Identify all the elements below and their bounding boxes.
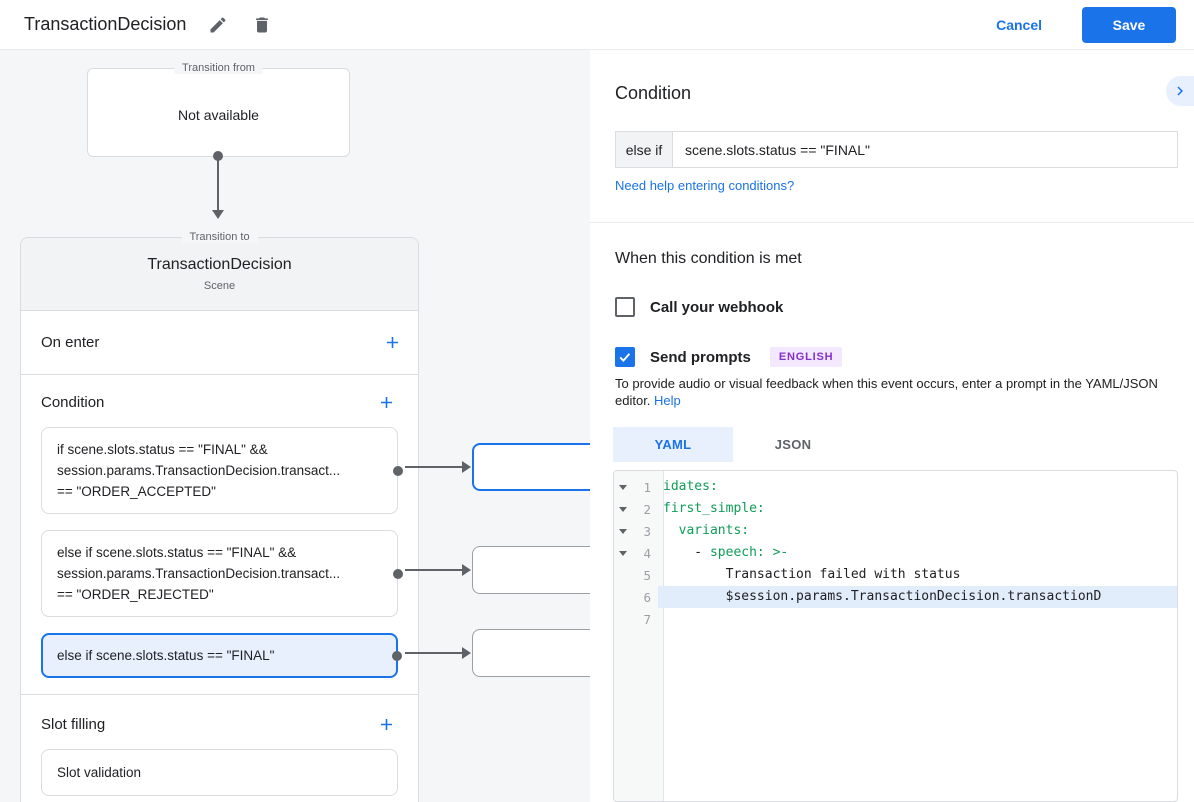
condition-section: Condition if scene.slots.status == "FINA…	[21, 375, 418, 695]
add-condition-button[interactable]	[374, 390, 398, 414]
when-condition-met-title: When this condition is met	[615, 250, 802, 267]
connector-line	[217, 157, 219, 210]
code-line[interactable]: 4 - speech: >-	[614, 542, 1177, 564]
fold-arrow-icon[interactable]	[614, 528, 631, 534]
condition-card-text: else if scene.slots.status == "FINAL"	[57, 648, 275, 663]
code-line[interactable]: 7	[614, 608, 1177, 630]
cancel-button[interactable]: Cancel	[996, 16, 1042, 33]
editor-gutter	[614, 471, 664, 801]
transition-target-box[interactable]	[472, 629, 590, 677]
flow-connector	[405, 647, 471, 659]
code-text	[658, 608, 1177, 630]
scene-type-label: Scene	[203, 280, 236, 292]
condition-card-list: if scene.slots.status == "FINAL" && sess…	[41, 427, 403, 678]
code-line[interactable]: 3 variants:	[614, 520, 1177, 542]
condition-card[interactable]: else if scene.slots.status == "FINAL" &&…	[41, 530, 403, 617]
slot-filling-label: Slot filling	[41, 715, 106, 733]
line-number: 2	[643, 501, 651, 517]
collapse-panel-button[interactable]	[1166, 76, 1194, 106]
line-number: 7	[643, 611, 651, 627]
flow-connector	[405, 461, 471, 473]
page-title: TransactionDecision	[24, 14, 187, 34]
scene-header[interactable]: TransactionDecision Scene	[21, 238, 418, 311]
condition-detail-panel: Condition else if Need help entering con…	[590, 50, 1194, 802]
slot-filling-heading-row: Slot filling	[41, 711, 398, 737]
slot-validation-card[interactable]: Slot validation	[41, 749, 398, 796]
code-line[interactable]: 5 Transaction failed with status	[614, 564, 1177, 586]
checkmark-icon	[617, 349, 633, 365]
scene-flow-canvas: Transition from Not available Transition…	[0, 50, 590, 802]
condition-card[interactable]: else if scene.slots.status == "FINAL"	[41, 633, 402, 678]
condition-expression-row: else if	[615, 131, 1178, 168]
condition-heading-row: Condition	[41, 389, 398, 415]
fold-arrow-icon[interactable]	[614, 484, 631, 490]
delete-trash-icon[interactable]	[250, 13, 274, 37]
transition-to-box: Transition to TransactionDecision Scene …	[20, 231, 419, 802]
editor-format-tabs: YAML JSON	[613, 427, 853, 462]
edit-pencil-icon[interactable]	[206, 13, 230, 37]
transition-from-value: Not available	[178, 107, 259, 123]
call-webhook-checkbox[interactable]	[615, 297, 635, 317]
transition-target-box[interactable]	[472, 546, 590, 594]
chevron-right-icon	[1171, 82, 1189, 100]
connector-dot	[393, 465, 403, 476]
send-prompts-checkbox[interactable]	[615, 347, 635, 367]
fold-arrow-icon[interactable]	[614, 550, 631, 556]
code-line[interactable]: 6 $session.params.TransactionDecision.tr…	[614, 586, 1177, 608]
code-text: - speech: >-	[663, 545, 789, 560]
on-enter-label: On enter	[41, 334, 100, 351]
transition-to-legend: Transition to	[181, 231, 258, 243]
call-webhook-label: Call your webhook	[650, 298, 784, 316]
line-number: 1	[643, 479, 651, 495]
connector-arrowhead-icon	[212, 210, 224, 219]
scene-name: TransactionDecision	[147, 256, 292, 273]
transition-from-legend: Transition from	[174, 62, 263, 74]
condition-card-text: else if scene.slots.status == "FINAL" &&…	[57, 545, 341, 602]
code-line[interactable]: 1 idates:	[614, 476, 1177, 498]
fold-arrow-icon[interactable]	[614, 506, 631, 512]
add-slot-button[interactable]	[374, 712, 398, 736]
condition-card-text: if scene.slots.status == "FINAL" && sess…	[57, 442, 341, 499]
prompt-description-text: To provide audio or visual feedback when…	[615, 376, 1158, 408]
line-number: 6	[643, 589, 651, 605]
condition-label: Condition	[41, 393, 105, 411]
save-button[interactable]: Save	[1082, 6, 1176, 43]
tab-json[interactable]: JSON	[774, 437, 812, 452]
conditions-help-link[interactable]: Need help entering conditions?	[615, 178, 795, 193]
flow-connector	[405, 564, 471, 576]
prompt-help-link[interactable]: Help	[654, 393, 681, 408]
condition-expression-input[interactable]	[673, 131, 1178, 168]
code-text: idates:	[663, 479, 718, 494]
prompt-description: To provide audio or visual feedback when…	[615, 375, 1167, 409]
add-on-enter-button[interactable]	[380, 331, 404, 355]
send-prompts-row: Send prompts ENGLISH	[615, 345, 843, 369]
condition-card[interactable]: if scene.slots.status == "FINAL" && sess…	[41, 427, 403, 514]
panel-divider	[590, 222, 1194, 223]
transition-from-box: Transition from Not available	[87, 62, 350, 157]
connector-dot	[393, 568, 403, 579]
connector-dot	[213, 151, 223, 161]
code-line[interactable]: 2 first_simple:	[614, 498, 1177, 520]
code-text: first_simple:	[663, 501, 765, 516]
code-text: Transaction failed with status	[663, 567, 961, 582]
code-text: $session.params.TransactionDecision.tran…	[658, 586, 1177, 608]
line-number: 4	[643, 545, 651, 561]
code-text: variants:	[663, 523, 750, 538]
slot-filling-section: Slot filling Slot validation	[21, 695, 418, 802]
transition-target-box[interactable]	[472, 443, 590, 491]
call-webhook-row: Call your webhook	[615, 295, 783, 319]
line-number: 3	[643, 523, 651, 539]
tab-yaml[interactable]: YAML	[613, 427, 733, 462]
connector-dot	[392, 650, 402, 661]
condition-prefix-label: else if	[615, 131, 673, 168]
on-enter-section: On enter	[21, 311, 418, 375]
language-badge: ENGLISH	[769, 347, 843, 367]
panel-title: Condition	[615, 83, 692, 103]
send-prompts-label: Send prompts	[650, 348, 751, 366]
top-bar: TransactionDecision Cancel Save	[0, 0, 1194, 50]
line-number: 5	[643, 567, 651, 583]
